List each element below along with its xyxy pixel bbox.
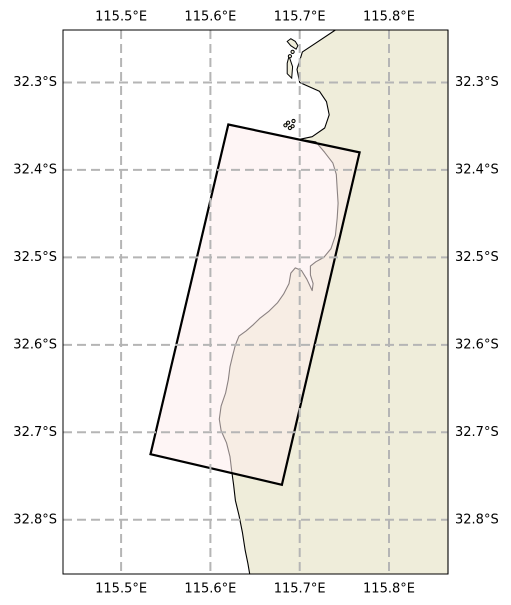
lat-label-right: 32.8°S bbox=[455, 512, 499, 527]
lon-label-top: 115.7°E bbox=[274, 10, 326, 25]
islet bbox=[286, 120, 291, 125]
map-frame bbox=[62, 29, 449, 575]
lat-label-right: 32.7°S bbox=[455, 425, 499, 440]
lat-label-right: 32.6°S bbox=[455, 337, 499, 352]
islet bbox=[287, 54, 292, 59]
lat-label-left: 32.8°S bbox=[13, 512, 57, 527]
lat-label-left: 32.3°S bbox=[13, 75, 57, 90]
lon-label-bottom: 115.5°E bbox=[95, 582, 147, 597]
lat-label-left: 32.5°S bbox=[13, 250, 57, 265]
graticule bbox=[63, 30, 448, 574]
lon-label-bottom: 115.7°E bbox=[274, 582, 326, 597]
island-small bbox=[286, 54, 294, 80]
islet bbox=[287, 125, 292, 131]
lat-label-right: 32.4°S bbox=[455, 162, 499, 177]
lat-label-right: 32.5°S bbox=[455, 250, 499, 265]
islet bbox=[290, 124, 295, 129]
lat-label-left: 32.7°S bbox=[13, 425, 57, 440]
lat-label-left: 32.4°S bbox=[13, 162, 57, 177]
lon-label-bottom: 115.8°E bbox=[363, 582, 415, 597]
lon-label-bottom: 115.6°E bbox=[184, 582, 236, 597]
islet bbox=[290, 49, 295, 55]
tick-labels: 115.5°E 115.5°E 115.6°E 115.6°E 115.7°E 115.7… bbox=[13, 10, 498, 597]
lon-label-top: 115.8°E bbox=[363, 10, 415, 25]
island-north bbox=[286, 38, 299, 50]
islet bbox=[291, 118, 296, 124]
lat-label-left: 32.6°S bbox=[13, 337, 57, 352]
lon-label-top: 115.5°E bbox=[95, 10, 147, 25]
lat-label-right: 32.3°S bbox=[455, 75, 499, 90]
lon-label-top: 115.6°E bbox=[184, 10, 236, 25]
islet bbox=[283, 123, 288, 128]
